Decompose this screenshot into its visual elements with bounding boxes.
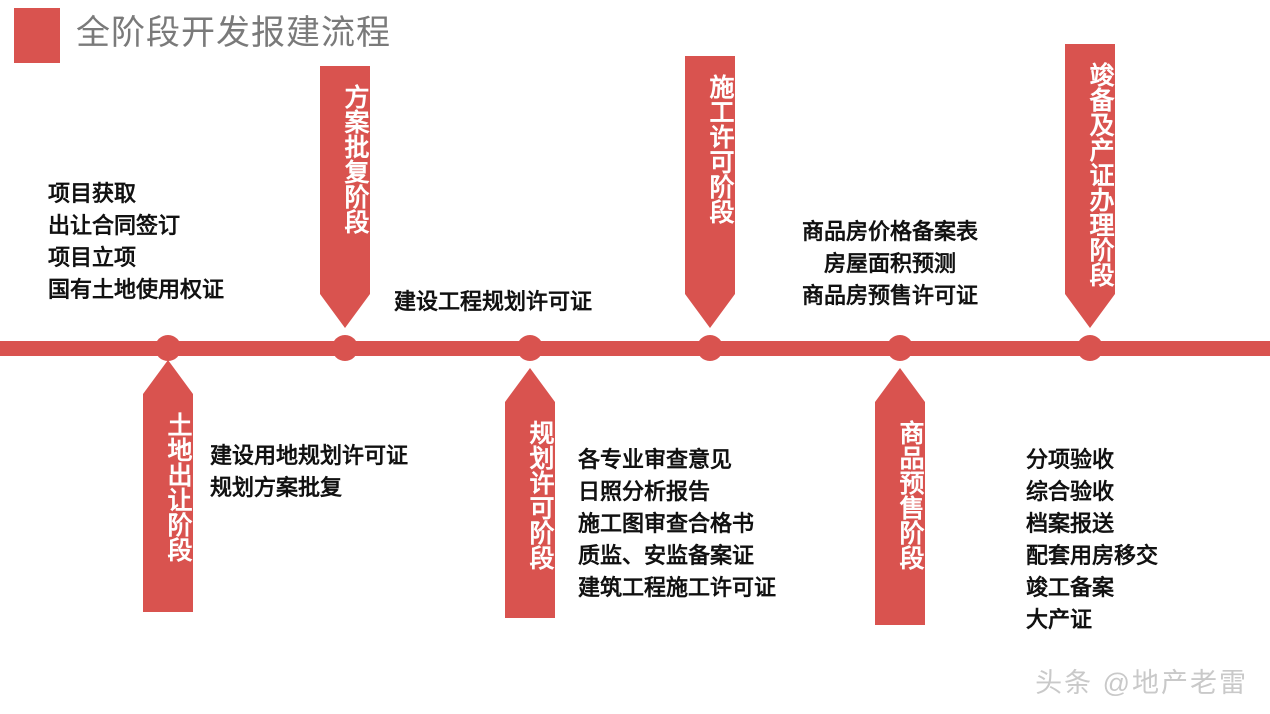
- note-land-use-planning-permit: 建设用地规划许可证 规划方案批复: [210, 440, 408, 504]
- note-line: 分项验收: [1026, 447, 1115, 472]
- stage-arrow-label: 规划许可阶段: [526, 420, 554, 570]
- note-line: 规划方案批复: [210, 475, 343, 500]
- note-line: 项目立项: [48, 245, 137, 270]
- note-line: 各专业审查意见: [578, 447, 733, 472]
- timeline-node: [1077, 335, 1103, 361]
- stage-arrow-label: 竣备及产证办理阶段: [1086, 62, 1114, 287]
- note-line: 日照分析报告: [578, 479, 711, 504]
- stage-arrow-presale[interactable]: 商品预售阶段: [875, 368, 925, 625]
- stage-arrow-label: 方案批复阶段: [341, 84, 369, 234]
- note-acceptance-filing: 分项验收 综合验收 档案报送 配套用房移交 竣工备案 大产证: [1026, 444, 1158, 636]
- note-line: 档案报送: [1026, 511, 1115, 536]
- stage-arrow-land-transfer[interactable]: 土地出让阶段: [143, 360, 193, 612]
- note-line: 商品房预售许可证: [801, 283, 978, 308]
- note-presale-documents: 商品房价格备案表 房屋面积预测 商品房预售许可证: [775, 216, 1005, 312]
- timeline-node: [887, 335, 913, 361]
- note-line: 施工图审查合格书: [578, 511, 755, 536]
- note-line: 竣工备案: [1026, 575, 1115, 600]
- stage-arrow-scheme-approval[interactable]: 方案批复阶段: [320, 66, 370, 328]
- timeline-node: [155, 335, 181, 361]
- page-title: 全阶段开发报建流程: [76, 14, 391, 52]
- note-line: 项目获取: [48, 181, 137, 206]
- note-line: 国有土地使用权证: [48, 277, 225, 302]
- timeline-node: [517, 335, 543, 361]
- timeline-node: [332, 335, 358, 361]
- watermark: 头条 @地产老雷: [1035, 668, 1248, 698]
- stage-arrow-completion-title[interactable]: 竣备及产证办理阶段: [1065, 44, 1115, 328]
- note-line: 质监、安监备案证: [578, 543, 755, 568]
- note-line: 配套用房移交: [1026, 543, 1159, 568]
- stage-arrow-label: 施工许可阶段: [706, 74, 734, 224]
- stage-arrow-label: 土地出让阶段: [164, 412, 192, 562]
- note-line: 商品房价格备案表: [801, 219, 978, 244]
- note-line: 建设工程规划许可证: [394, 289, 593, 314]
- note-project-acquisition: 项目获取 出让合同签订 项目立项 国有土地使用权证: [48, 178, 224, 306]
- note-construction-planning-permit: 建设工程规划许可证: [394, 286, 592, 318]
- header-accent-block: [14, 8, 60, 63]
- note-line: 出让合同签订: [48, 213, 181, 238]
- note-construction-review: 各专业审查意见 日照分析报告 施工图审查合格书 质监、安监备案证 建筑工程施工许…: [578, 444, 776, 604]
- note-line: 建设用地规划许可证: [210, 443, 409, 468]
- note-line: 大产证: [1026, 607, 1093, 632]
- note-line: 建筑工程施工许可证: [578, 575, 777, 600]
- stage-arrow-label: 商品预售阶段: [896, 420, 924, 570]
- note-line: 房屋面积预测: [823, 251, 956, 276]
- stage-arrow-construction-permit[interactable]: 施工许可阶段: [685, 56, 735, 328]
- timeline-node: [697, 335, 723, 361]
- note-line: 综合验收: [1026, 479, 1115, 504]
- stage-arrow-planning-permit[interactable]: 规划许可阶段: [505, 368, 555, 618]
- timeline-bar: [0, 341, 1270, 356]
